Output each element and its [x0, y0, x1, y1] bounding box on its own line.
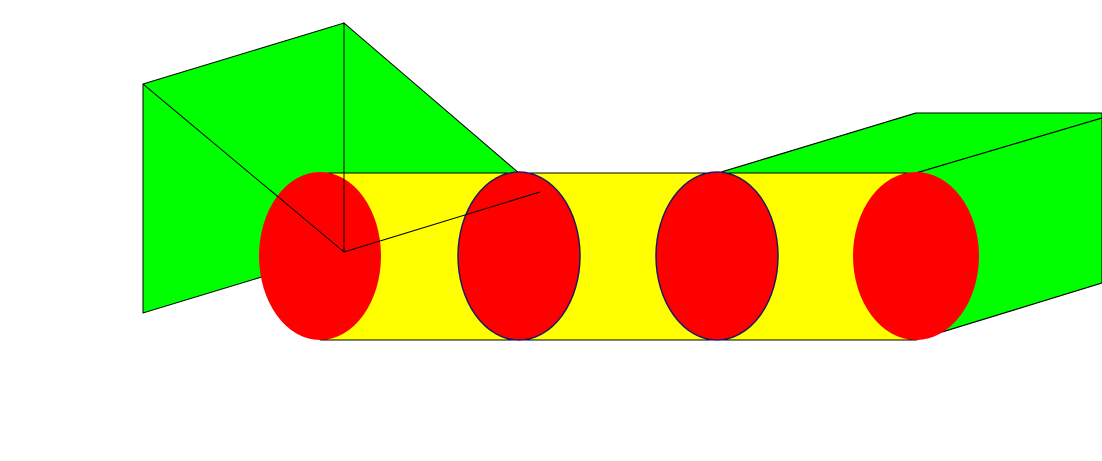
- left-plate-front-edge: [343, 191, 541, 253]
- right-plate-front-edge: [915, 117, 1102, 174]
- right-plate-top-edge: [717, 112, 917, 174]
- red-disc-1: [259, 172, 381, 340]
- red-disc-2: [457, 171, 581, 341]
- red-discs: [259, 171, 979, 341]
- yellow-tube: [320, 172, 916, 341]
- tube-body: [320, 173, 916, 340]
- right-plate-bottom-edge: [915, 282, 1102, 341]
- left-plate-diagonal-front: [269, 189, 345, 253]
- red-disc-4: [853, 172, 979, 340]
- red-disc-3: [655, 171, 779, 341]
